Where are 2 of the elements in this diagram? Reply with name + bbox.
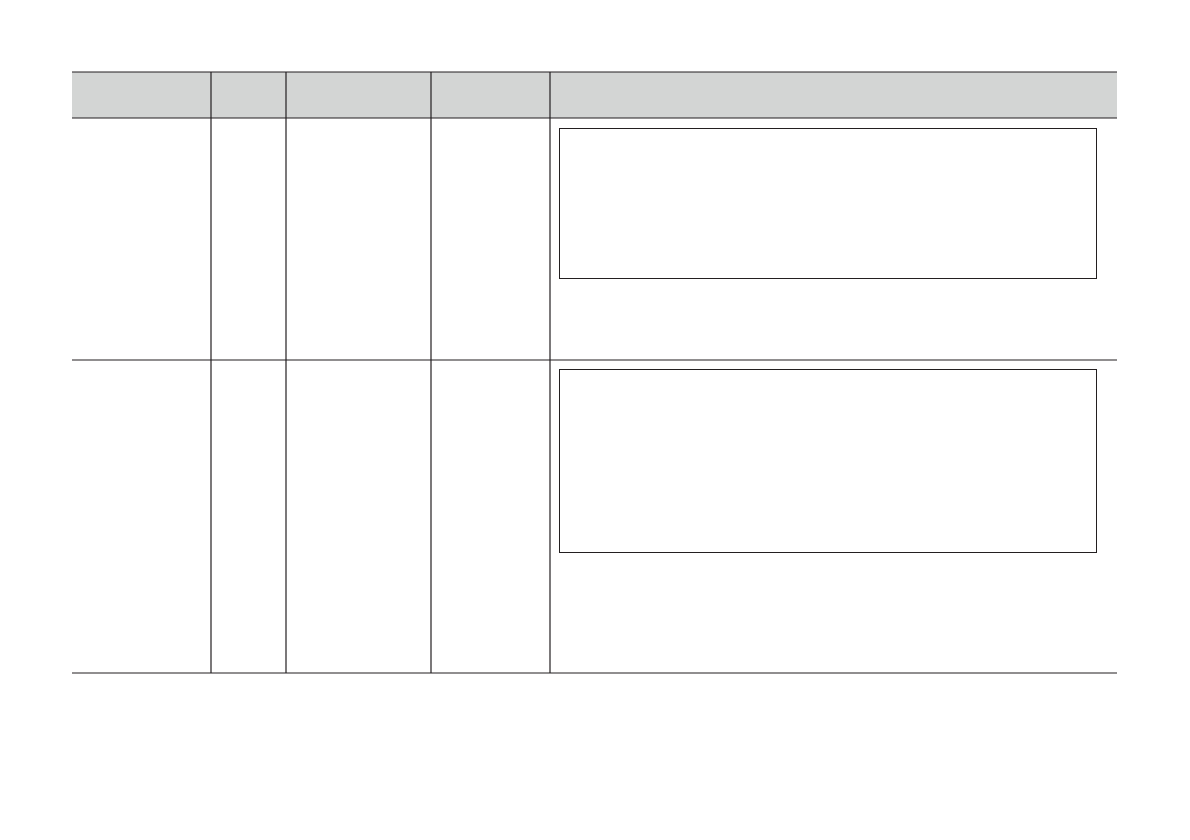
empty-frame bbox=[559, 369, 1097, 553]
empty-frame bbox=[559, 128, 1097, 279]
